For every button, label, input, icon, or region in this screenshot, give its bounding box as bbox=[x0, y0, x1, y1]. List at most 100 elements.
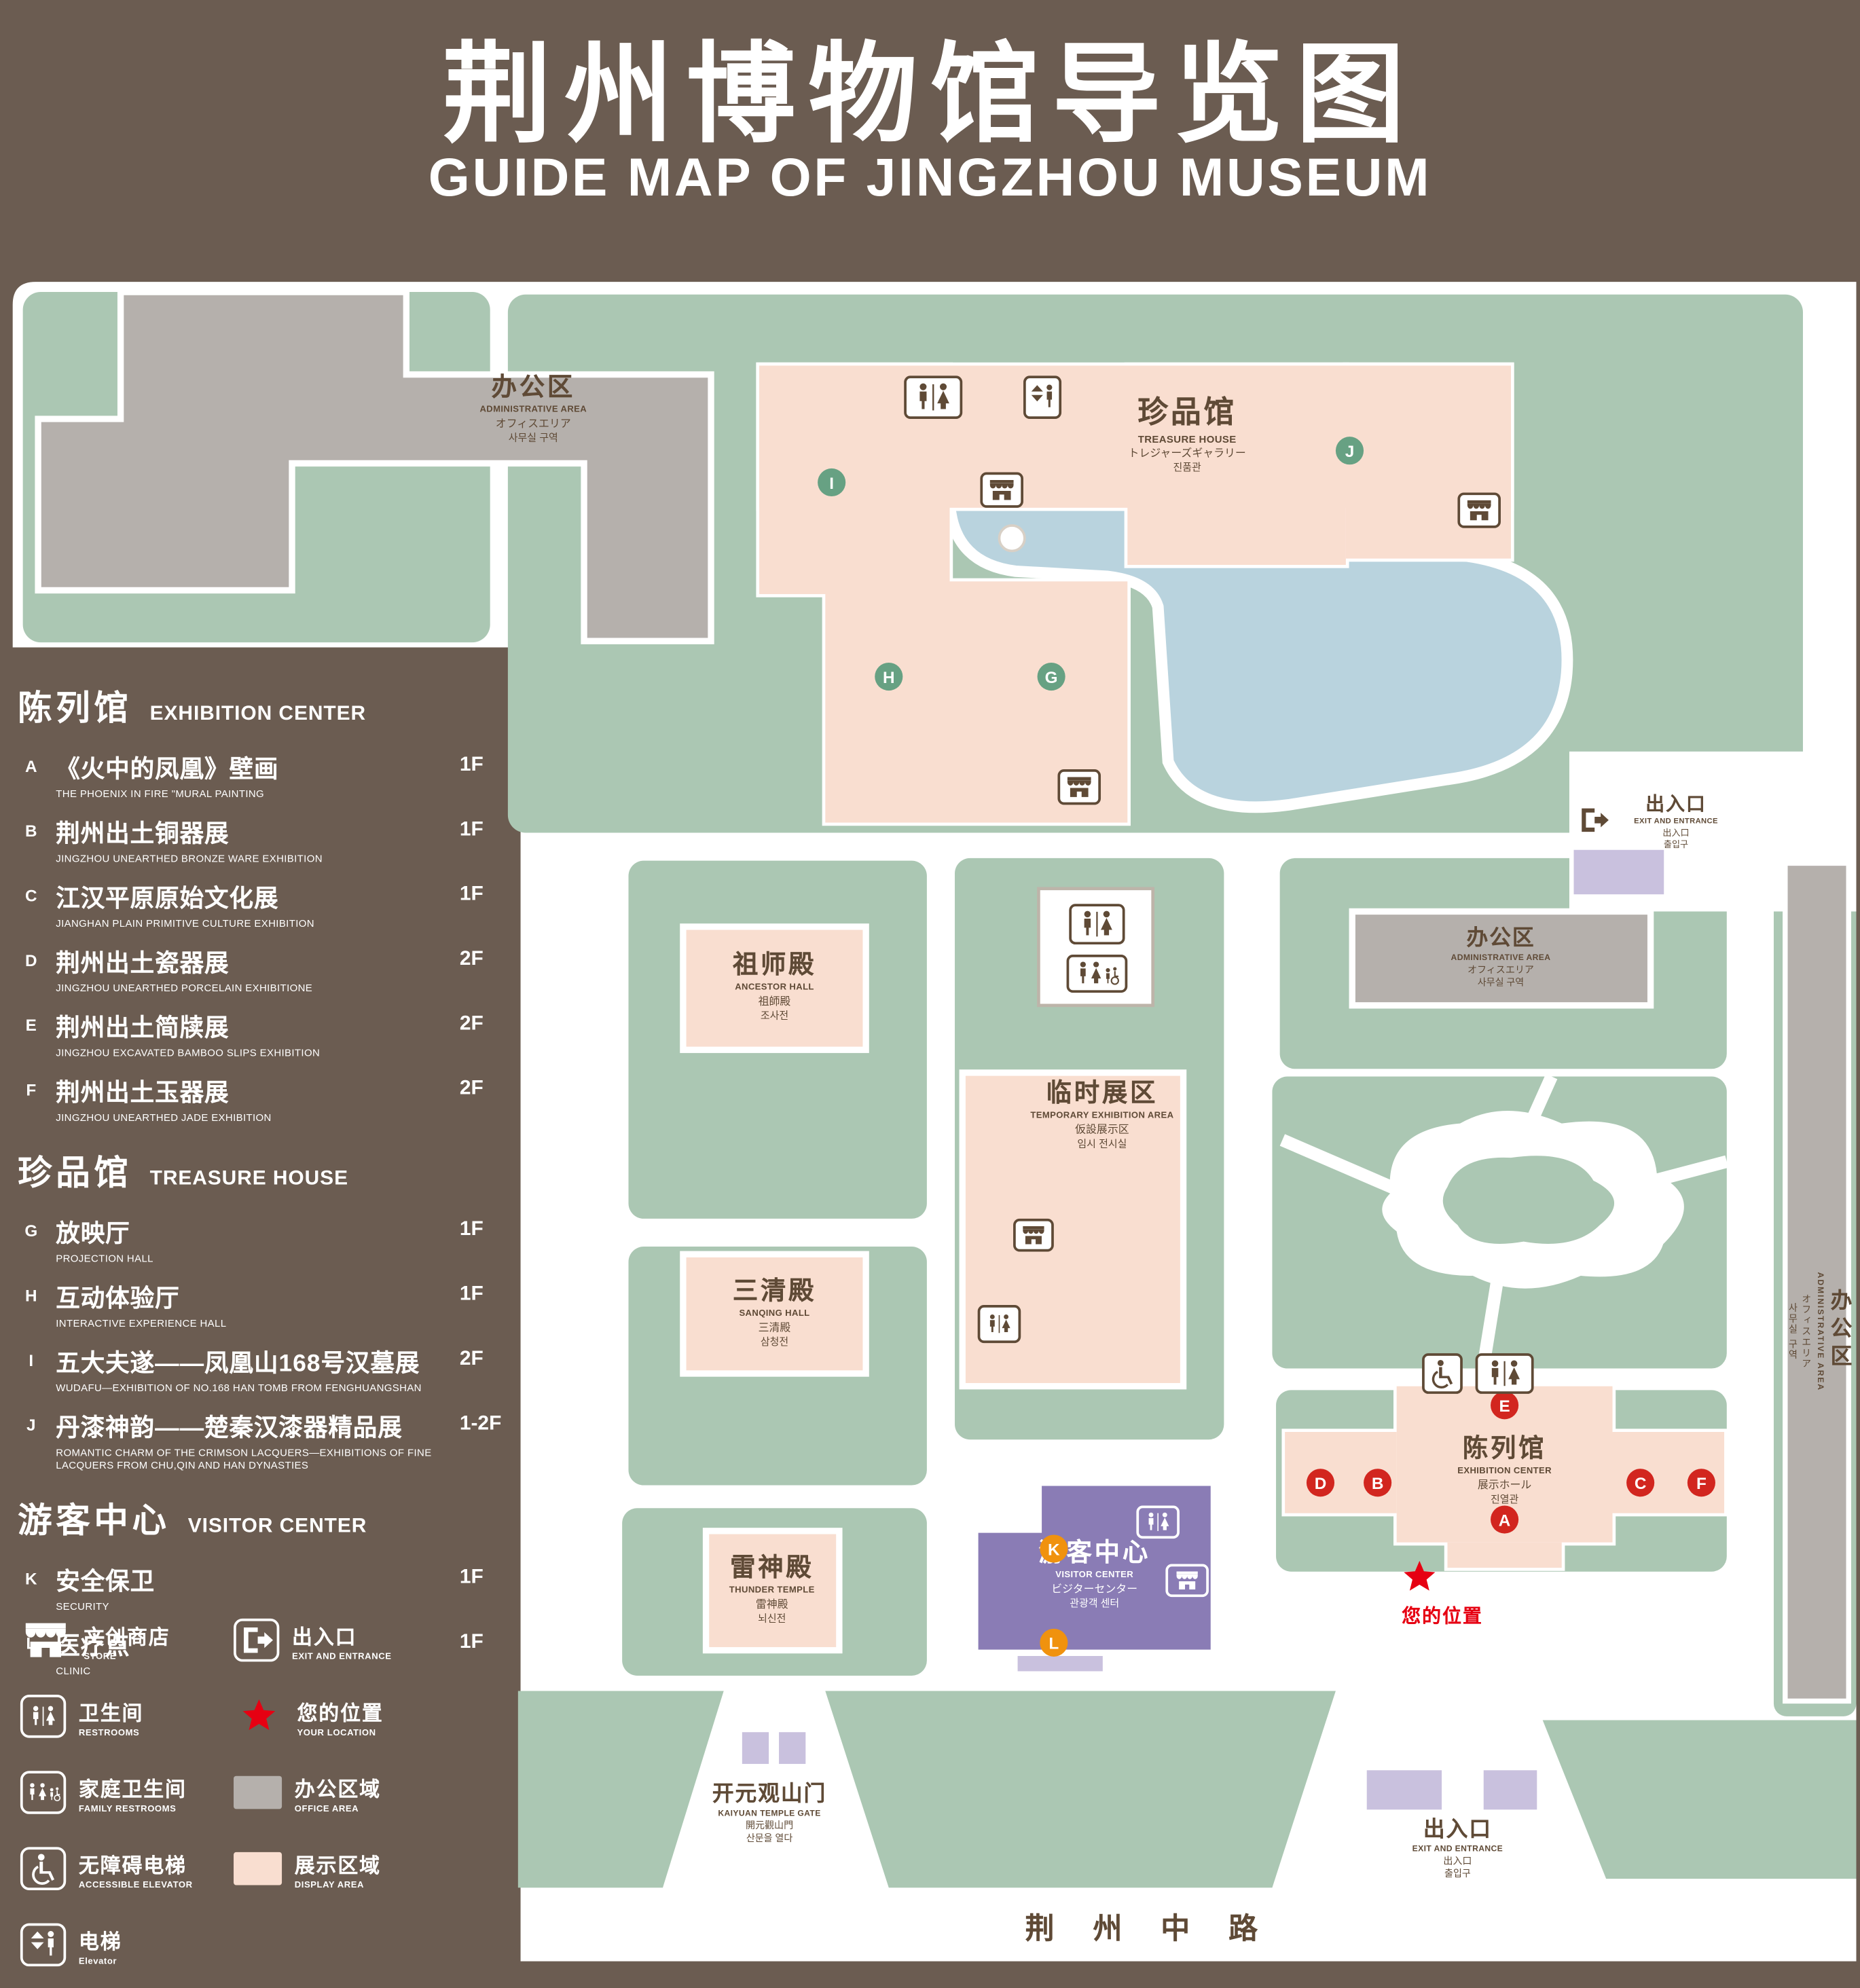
label-en: EXIT AND ENTRANCE bbox=[1412, 1844, 1503, 1854]
marker-badge: F bbox=[26, 1080, 37, 1100]
item-name-en: SECURITY bbox=[56, 1600, 109, 1613]
map-marker-i: I bbox=[818, 468, 846, 497]
marker-badge: A bbox=[25, 756, 37, 776]
label-zh: 办公区 bbox=[1827, 1288, 1851, 1373]
map-marker-c: C bbox=[1626, 1469, 1655, 1497]
building-visitor-center bbox=[972, 1479, 1218, 1676]
section-title-en: VISITOR CENTER bbox=[187, 1515, 367, 1538]
store-icon bbox=[1457, 492, 1501, 528]
item-name-zh: 荆州出土铜器展 bbox=[56, 821, 230, 848]
label-ko: 출입구 bbox=[1444, 1867, 1471, 1879]
garden-paths bbox=[1279, 1073, 1729, 1370]
label-ja: 雷神殿 bbox=[755, 1598, 788, 1610]
family-restroom-icon bbox=[20, 1771, 67, 1814]
marker-badge: K bbox=[25, 1568, 37, 1588]
map-marker-a: A bbox=[1491, 1505, 1519, 1534]
building-sanqing-hall bbox=[680, 1251, 869, 1377]
section-title-en: EXHIBITION CENTER bbox=[149, 703, 367, 725]
store-icon bbox=[1165, 1564, 1209, 1598]
label-ko: 삼청전 bbox=[760, 1336, 789, 1348]
legend-label-en: YOUR LOCATION bbox=[297, 1728, 376, 1737]
legend-label-zh: 办公区域 bbox=[294, 1779, 381, 1801]
marker-badge: C bbox=[25, 886, 37, 906]
section-title-zh: 珍品馆 bbox=[18, 1154, 132, 1192]
label-en: KAIYUAN TEMPLE GATE bbox=[718, 1809, 821, 1818]
item-floor: 2F bbox=[459, 1078, 484, 1100]
legend-label-en: DISPLAY AREA bbox=[294, 1880, 365, 1890]
your-location-star-icon bbox=[234, 1695, 285, 1738]
label-en: ADMINISTRATIVE AREA bbox=[1815, 1272, 1825, 1391]
item-name-zh: 《火中的凤凰》壁画 bbox=[56, 756, 279, 784]
item-name-zh: 放映厅 bbox=[56, 1221, 130, 1248]
legend-label-zh: 电梯 bbox=[78, 1931, 122, 1953]
exit-icon bbox=[234, 1618, 280, 1662]
map-marker-f: F bbox=[1687, 1469, 1715, 1497]
section-header-treasure-house: 珍品馆 TREASURE HOUSE bbox=[18, 1145, 518, 1194]
kaiyuan-gate-label: 开元观山门 KAIYUAN TEMPLE GATE 開元觀山門 산문을 열다 bbox=[712, 1782, 826, 1844]
family-restroom-icon bbox=[1066, 955, 1128, 993]
label-ko: 조사전 bbox=[760, 1009, 789, 1021]
item-name-en: WUDAFU—EXHIBITION OF NO.168 HAN TOMB FRO… bbox=[56, 1382, 422, 1394]
section-header-visitor-center: 游客中心 VISITOR CENTER bbox=[18, 1493, 518, 1543]
label-ko: 진품관 bbox=[1173, 461, 1201, 473]
legend-label-en: EXIT AND ENTRANCE bbox=[292, 1652, 392, 1661]
label-en: EXHIBITION CENTER bbox=[1457, 1467, 1552, 1476]
section-title-en: TREASURE HOUSE bbox=[149, 1168, 348, 1190]
building-label-admin-east: 办公区 ADMINISTRATIVE AREA オフィスエリア 사무실 구역 bbox=[1784, 1270, 1851, 1391]
exit-east-label: 出入口 EXIT AND ENTRANCE 出入口 출입구 bbox=[1634, 794, 1718, 851]
label-ja: オフィスエリア bbox=[1800, 1293, 1812, 1369]
map-marker-k: K bbox=[1040, 1534, 1068, 1563]
marker-badge: D bbox=[25, 951, 37, 970]
item-floor: 1F bbox=[459, 883, 484, 906]
label-zh: 办公区 bbox=[1466, 925, 1535, 951]
building-treasure-house bbox=[756, 362, 1514, 826]
item-name-zh: 丹漆神韵——楚秦汉漆器精品展 bbox=[56, 1415, 403, 1442]
label-ja: ビジターセンター bbox=[1051, 1582, 1138, 1596]
item-name-en: JINGZHOU EXCAVATED BAMBOO SLIPS EXHIBITI… bbox=[56, 1047, 321, 1059]
store-icon bbox=[1013, 1218, 1054, 1252]
label-ko: 뇌신전 bbox=[758, 1613, 786, 1624]
label-zh: 陈列馆 bbox=[1462, 1435, 1547, 1463]
item-name-zh: 五大夫遂——凤凰山168号汉墓展 bbox=[56, 1350, 420, 1378]
section-header-exhibition-center: 陈列馆 EXHIBITION CENTER bbox=[18, 680, 518, 730]
page-title: 荆州博物馆导览图 bbox=[442, 34, 1418, 156]
item-name-en: JIANGHAN PLAIN PRIMITIVE CULTURE EXHIBIT… bbox=[56, 917, 314, 929]
exit-icon bbox=[1574, 803, 1612, 838]
office-area-swatch bbox=[234, 1775, 282, 1809]
marker-badge: B bbox=[25, 821, 37, 841]
item-name-zh: 安全保卫 bbox=[56, 1568, 156, 1596]
legend-label-zh: 无障碍电梯 bbox=[78, 1855, 187, 1877]
map-marker-g: G bbox=[1037, 662, 1065, 691]
item-name-en: INTERACTIVE EXPERIENCE HALL bbox=[56, 1317, 227, 1329]
your-location-star-icon bbox=[1400, 1559, 1438, 1596]
item-floor: 1-2F bbox=[459, 1412, 502, 1435]
building-label-ancestor-hall: 祖师殿 ANCESTOR HALL 祖師殿 조사전 bbox=[733, 951, 816, 1021]
marker-badge: G bbox=[24, 1221, 38, 1240]
label-en: TEMPORARY EXHIBITION AREA bbox=[1030, 1111, 1174, 1121]
building-ancestor-hall bbox=[680, 923, 869, 1053]
item-name-en: CLINIC bbox=[56, 1665, 91, 1677]
store-icon bbox=[20, 1619, 71, 1662]
building-admin-nw bbox=[35, 289, 714, 644]
label-ja: 祖師殿 bbox=[758, 994, 791, 1008]
building-label-temporary-area: 临时展区 TEMPORARY EXHIBITION AREA 仮設展示区 임시 … bbox=[1030, 1080, 1173, 1149]
label-en: THUNDER TEMPLE bbox=[729, 1586, 815, 1596]
legend-label-en: STORE bbox=[84, 1652, 117, 1661]
label-en: ADMINISTRATIVE AREA bbox=[1451, 953, 1551, 963]
item-floor: 2F bbox=[459, 1348, 484, 1370]
restroom-icon bbox=[904, 375, 963, 420]
legend-label-zh: 您的位置 bbox=[297, 1703, 384, 1725]
exit-south-label: 出入口 EXIT AND ENTRANCE 出入口 출입구 bbox=[1412, 1817, 1503, 1879]
label-ja: オフィスエリア bbox=[495, 417, 571, 430]
